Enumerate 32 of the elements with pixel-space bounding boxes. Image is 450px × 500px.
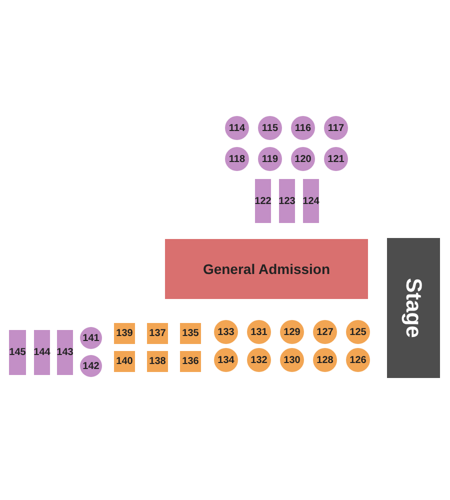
seating-section: 141 xyxy=(80,327,102,349)
seating-section: 119 xyxy=(258,147,282,171)
seating-section: 120 xyxy=(291,147,315,171)
seating-section: 136 xyxy=(180,351,201,372)
seating-section: 121 xyxy=(324,147,348,171)
seating-section: 127 xyxy=(313,320,337,344)
seating-section: 139 xyxy=(114,323,135,344)
seating-section: 118 xyxy=(225,147,249,171)
seating-section: 140 xyxy=(114,351,135,372)
seating-section: 116 xyxy=(291,116,315,140)
seating-section: 122 xyxy=(255,179,271,223)
seating-section: 143 xyxy=(57,330,73,375)
seating-section: 132 xyxy=(247,348,271,372)
seating-section: 137 xyxy=(147,323,168,344)
seating-section: 133 xyxy=(214,320,238,344)
seating-section: 128 xyxy=(313,348,337,372)
seating-section: 145 xyxy=(9,330,26,375)
seating-section: 114 xyxy=(225,116,249,140)
seating-section: 142 xyxy=(80,355,102,377)
seating-section: 126 xyxy=(346,348,370,372)
seating-section: 129 xyxy=(280,320,304,344)
seating-section: 135 xyxy=(180,323,201,344)
seating-section: 131 xyxy=(247,320,271,344)
seating-section: 134 xyxy=(214,348,238,372)
stage-block: Stage xyxy=(387,238,440,378)
seating-section: 138 xyxy=(147,351,168,372)
seating-section: 123 xyxy=(279,179,295,223)
general-admission-area: General Admission xyxy=(165,239,368,299)
seating-section: 130 xyxy=(280,348,304,372)
seating-section: 117 xyxy=(324,116,348,140)
seating-section: 125 xyxy=(346,320,370,344)
seating-section: 115 xyxy=(258,116,282,140)
